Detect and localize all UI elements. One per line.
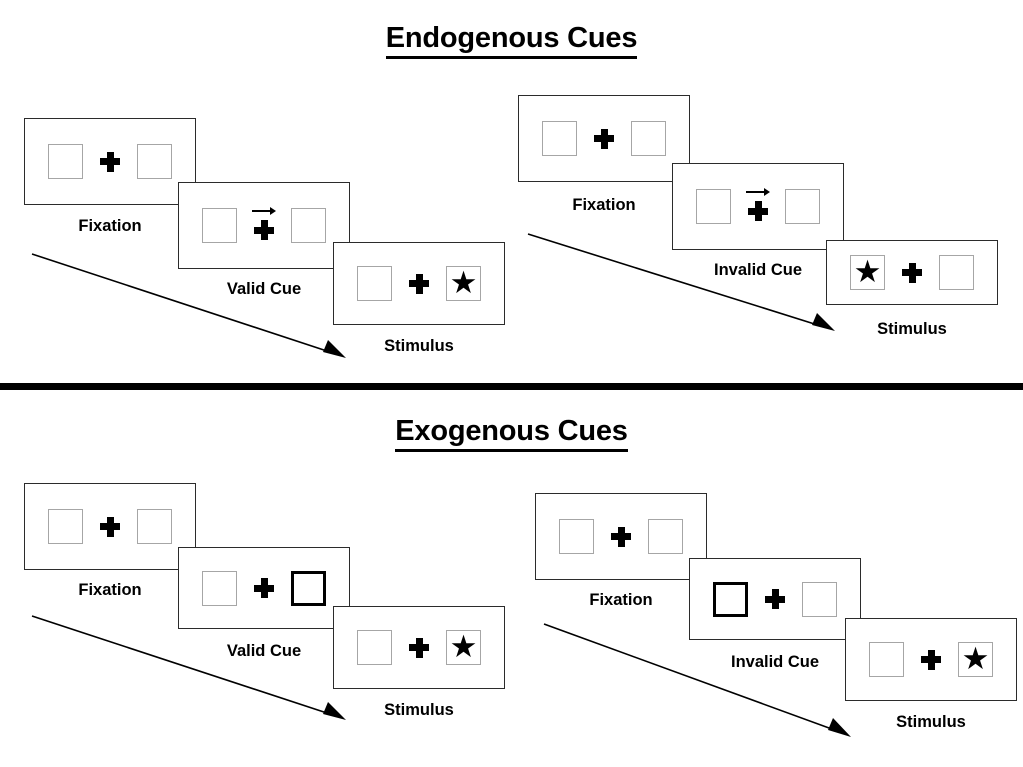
placeholder-box-left	[357, 266, 392, 301]
arrow-cue-right-icon	[746, 187, 770, 197]
trial-frame-exogenous-valid-cue	[178, 547, 350, 629]
target-box-right: ★	[446, 266, 481, 301]
target-box-left: ★	[850, 255, 885, 290]
trial-frame-exogenous-valid-stimulus: ★	[333, 606, 505, 689]
frame-stimuli-row	[673, 164, 843, 249]
frame-stimuli-row: ★	[334, 243, 504, 324]
caption-exogenous-invalid-stimulus: Stimulus	[896, 713, 966, 731]
placeholder-box-left	[202, 570, 237, 606]
placeholder-box-right	[137, 144, 172, 179]
trial-frame-endogenous-invalid-stimulus: ★	[826, 240, 998, 305]
caption-endogenous-invalid-stimulus: Stimulus	[877, 320, 947, 338]
fixation-cross-wrap	[608, 518, 634, 556]
placeholder-box-right	[802, 581, 837, 617]
placeholder-box-right	[648, 519, 683, 554]
fixation-cross-icon	[100, 516, 120, 537]
frame-stimuli-row: ★	[827, 241, 997, 304]
exogenous-cue-box-left	[713, 581, 748, 617]
arrow-head	[270, 206, 276, 215]
section-title-endogenous: Endogenous Cues	[0, 22, 1023, 59]
placeholder-box-right	[137, 509, 172, 544]
placeholder-box-right	[939, 255, 974, 290]
section-title-endogenous-text: Endogenous Cues	[385, 22, 637, 59]
fixation-cross-wrap	[251, 206, 277, 245]
target-star-right: ★	[961, 641, 990, 676]
arrow-cue-right-icon	[252, 206, 276, 216]
frame-stimuli-row	[536, 494, 706, 579]
placeholder-box-left	[202, 208, 237, 243]
caption-endogenous-invalid-fixation: Fixation	[572, 196, 636, 214]
fixation-cross-icon	[748, 201, 768, 222]
arrow-shaft	[746, 190, 765, 193]
target-star-right: ★	[449, 265, 478, 300]
fixation-cross-icon	[594, 128, 614, 149]
placeholder-box-right	[785, 189, 820, 224]
frame-stimuli-row: ★	[334, 607, 504, 688]
frame-stimuli-row: ★	[846, 619, 1016, 700]
fixation-cross-wrap	[251, 569, 277, 607]
trial-frame-endogenous-invalid-cue	[672, 163, 844, 250]
fixation-cross-icon	[765, 589, 785, 609]
target-star-left: ★	[853, 254, 882, 289]
fixation-cross-wrap	[918, 641, 944, 679]
caption-exogenous-valid-cue: Valid Cue	[226, 642, 302, 660]
caption-endogenous-valid-cue: Valid Cue	[226, 280, 302, 298]
caption-endogenous-valid-stimulus: Stimulus	[384, 337, 454, 355]
caption-exogenous-invalid-fixation: Fixation	[589, 591, 653, 609]
placeholder-box-right	[631, 121, 666, 156]
fixation-cross-icon	[100, 151, 120, 172]
target-box-right: ★	[446, 630, 481, 665]
frame-stimuli-row	[519, 96, 689, 181]
fixation-cross-icon	[409, 273, 429, 294]
fixation-cross-icon	[254, 220, 274, 241]
fixation-cross-wrap	[899, 254, 925, 292]
frame-stimuli-row	[25, 484, 195, 569]
trial-frame-endogenous-valid-stimulus: ★	[333, 242, 505, 325]
fixation-cross-icon	[611, 526, 631, 547]
placeholder-box-right	[291, 208, 326, 243]
fixation-cross-wrap	[97, 143, 123, 181]
frame-stimuli-row	[25, 119, 195, 204]
fixation-cross-icon	[902, 262, 922, 283]
trial-frame-exogenous-invalid-stimulus: ★	[845, 618, 1017, 701]
caption-exogenous-invalid-cue: Invalid Cue	[730, 653, 820, 671]
fixation-cross-wrap	[762, 580, 788, 618]
trial-frame-exogenous-valid-fixation	[24, 483, 196, 570]
fixation-cross-icon	[409, 637, 429, 658]
trial-frame-endogenous-valid-fixation	[24, 118, 196, 205]
frame-stimuli-row	[690, 559, 860, 639]
frame-stimuli-row	[179, 183, 349, 268]
caption-endogenous-invalid-cue: Invalid Cue	[713, 261, 803, 279]
placeholder-box-left	[696, 189, 731, 224]
trial-frame-endogenous-valid-cue	[178, 182, 350, 269]
caption-endogenous-valid-fixation: Fixation	[78, 217, 142, 235]
placeholder-box-left	[542, 121, 577, 156]
trial-frame-exogenous-invalid-cue	[689, 558, 861, 640]
exogenous-cue-box-right	[291, 570, 326, 606]
fixation-cross-icon	[254, 578, 274, 598]
section-title-exogenous: Exogenous Cues	[0, 415, 1023, 452]
placeholder-box-left	[48, 509, 83, 544]
fixation-cross-icon	[921, 649, 941, 670]
trial-frame-endogenous-invalid-fixation	[518, 95, 690, 182]
arrow-head	[764, 187, 770, 196]
section-divider	[0, 383, 1023, 390]
placeholder-box-left	[559, 519, 594, 554]
trial-frame-exogenous-invalid-fixation	[535, 493, 707, 580]
placeholder-box-left	[357, 630, 392, 665]
placeholder-box-left	[48, 144, 83, 179]
target-star-right: ★	[449, 629, 478, 664]
fixation-cross-wrap	[745, 187, 771, 226]
fixation-cross-wrap	[406, 629, 432, 667]
section-title-exogenous-text: Exogenous Cues	[395, 415, 628, 452]
fixation-cross-wrap	[406, 265, 432, 303]
target-box-right: ★	[958, 642, 993, 677]
placeholder-box-left	[869, 642, 904, 677]
caption-exogenous-valid-fixation: Fixation	[78, 581, 142, 599]
arrow-shaft	[252, 209, 271, 212]
fixation-cross-wrap	[591, 120, 617, 158]
frame-stimuli-row	[179, 548, 349, 628]
fixation-cross-wrap	[97, 508, 123, 546]
caption-exogenous-valid-stimulus: Stimulus	[384, 701, 454, 719]
